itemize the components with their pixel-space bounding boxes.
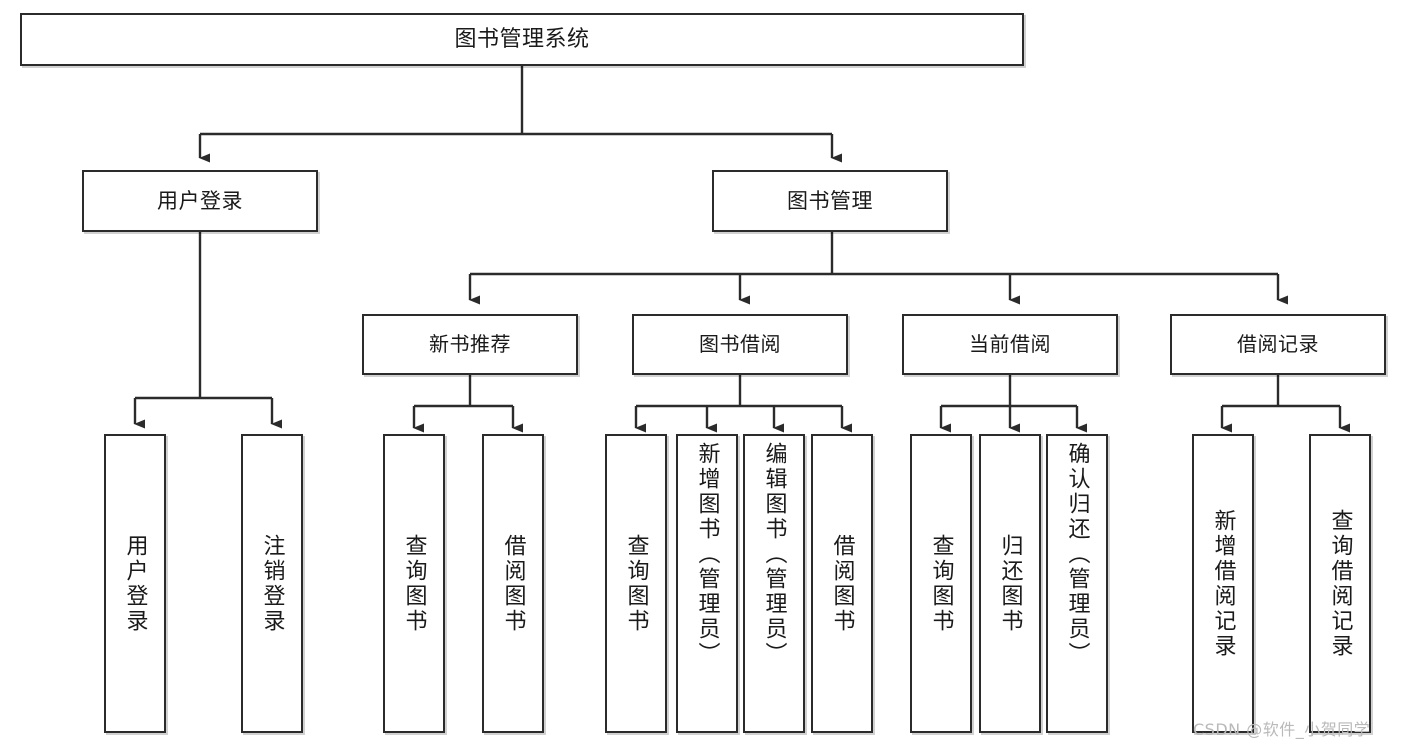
node-label: 确认归还（管理员） [1064, 442, 1090, 667]
leaf-query-book-current[interactable]: 查询图书 [910, 434, 972, 733]
node-label: 当前借阅 [969, 332, 1051, 356]
leaf-user-login[interactable]: 用户登录 [104, 434, 166, 733]
leaf-query-borrow-record[interactable]: 查询借阅记录 [1309, 434, 1371, 733]
node-label: 图书管理 [787, 188, 873, 213]
node-label: 借阅记录 [1237, 332, 1319, 356]
leaf-edit-book-admin[interactable]: 编辑图书（管理员） [743, 434, 805, 733]
node-current-borrow[interactable]: 当前借阅 [902, 314, 1118, 375]
node-label: 用户登录 [157, 188, 243, 213]
leaf-confirm-return-admin[interactable]: 确认归还（管理员） [1046, 434, 1108, 733]
node-user-login[interactable]: 用户登录 [82, 170, 318, 232]
node-label: 借阅图书 [500, 533, 526, 634]
leaf-borrow-book[interactable]: 借阅图书 [811, 434, 873, 733]
node-label: 编辑图书（管理员） [761, 442, 787, 667]
node-label: 新增借阅记录 [1210, 508, 1236, 659]
node-label: 用户登录 [122, 533, 148, 634]
node-label: 图书借阅 [699, 332, 781, 356]
node-label: 查询借阅记录 [1327, 508, 1353, 659]
node-book-borrow[interactable]: 图书借阅 [632, 314, 848, 375]
leaf-query-book-newbook[interactable]: 查询图书 [383, 434, 445, 733]
node-root-system[interactable]: 图书管理系统 [20, 13, 1024, 66]
leaf-add-book-admin[interactable]: 新增图书（管理员） [676, 434, 738, 733]
node-label: 查询图书 [623, 533, 649, 634]
csdn-watermark: CSDN @软件_小贺同学 [1193, 720, 1371, 739]
leaf-return-book[interactable]: 归还图书 [979, 434, 1041, 733]
node-label: 查询图书 [401, 533, 427, 634]
leaf-add-borrow-record[interactable]: 新增借阅记录 [1192, 434, 1254, 733]
node-label: 查询图书 [928, 533, 954, 634]
leaf-borrow-book-newbook[interactable]: 借阅图书 [482, 434, 544, 733]
leaf-query-book-borrow[interactable]: 查询图书 [605, 434, 667, 733]
node-label: 图书管理系统 [454, 26, 590, 52]
leaf-logout-login[interactable]: 注销登录 [241, 434, 303, 733]
node-book-management[interactable]: 图书管理 [712, 170, 948, 232]
node-borrow-record[interactable]: 借阅记录 [1170, 314, 1386, 375]
node-label: 归还图书 [997, 533, 1023, 634]
node-label: 新书推荐 [429, 332, 511, 356]
node-label: 新增图书（管理员） [694, 442, 720, 667]
node-label: 借阅图书 [829, 533, 855, 634]
node-new-book-recommend[interactable]: 新书推荐 [362, 314, 578, 375]
node-label: 注销登录 [259, 533, 285, 634]
